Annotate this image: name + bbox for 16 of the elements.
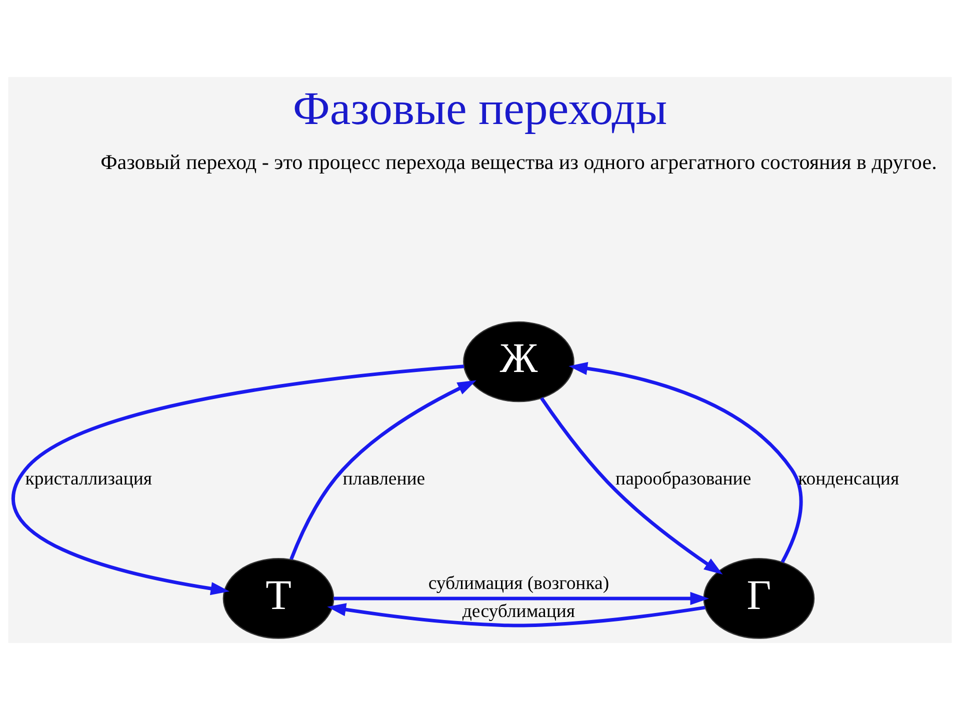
edge-label: конденсация: [798, 468, 900, 490]
diagram-title: Фазовые переходы: [292, 82, 668, 135]
edge-label: парообразование: [616, 468, 752, 490]
arrow: [540, 397, 723, 574]
node-ellipse: Т: [222, 558, 334, 639]
arrow: [290, 380, 476, 560]
edge-label: десублимация: [462, 600, 576, 622]
arrow: [568, 362, 803, 563]
label: Фазовый переход - это процесс перехода вещества из одного агрегатного состояния в другое.: [100, 150, 937, 174]
arrow: [12, 364, 464, 596]
node-ellipse: Ж: [463, 321, 574, 402]
arrow: [327, 603, 706, 628]
arrow: [334, 592, 710, 606]
edge-label: плавление: [342, 468, 426, 490]
edge-label: кристаллизация: [25, 468, 152, 490]
edge-label: сублимация (возгонка): [428, 572, 610, 594]
